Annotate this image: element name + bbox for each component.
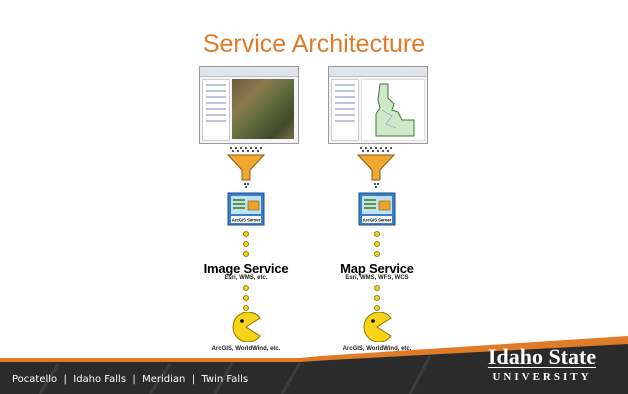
arcmap-vector-map-screenshot xyxy=(328,66,428,144)
arcgis-server-icon: ArcGIS Server xyxy=(227,192,265,226)
pacman-client-icon xyxy=(363,312,392,342)
service-title: Image Service xyxy=(203,261,289,276)
slide-title: Service Architecture xyxy=(202,30,426,58)
university-wordmark-sub: UNIVERSITY xyxy=(492,371,592,383)
client-label: ArcGIS, WorldWind, etc. xyxy=(342,346,412,352)
funnel-icon xyxy=(226,147,266,188)
arcgis-server-icon: ArcGIS Server xyxy=(358,192,396,226)
server-caption: ArcGIS Server xyxy=(363,218,392,223)
arcmap-imagery-screenshot xyxy=(199,66,299,144)
funnel-icon xyxy=(356,147,396,188)
university-wordmark: Idaho State xyxy=(487,344,597,369)
idaho-map-graphic xyxy=(375,83,415,137)
footer-band xyxy=(0,336,628,394)
client-label: ArcGIS, WorldWind, etc. xyxy=(211,346,281,352)
footer-locations: Pocatello | Idaho Falls | Meridian | Twi… xyxy=(12,374,249,385)
pacman-client-icon xyxy=(232,312,261,342)
service-title: Map Service xyxy=(340,261,414,276)
server-caption: ArcGIS Server xyxy=(232,218,261,223)
service-formats: Esri, WMS, etc. xyxy=(224,275,268,281)
service-formats: Esri, WMS, WFS, WCS xyxy=(345,275,409,281)
